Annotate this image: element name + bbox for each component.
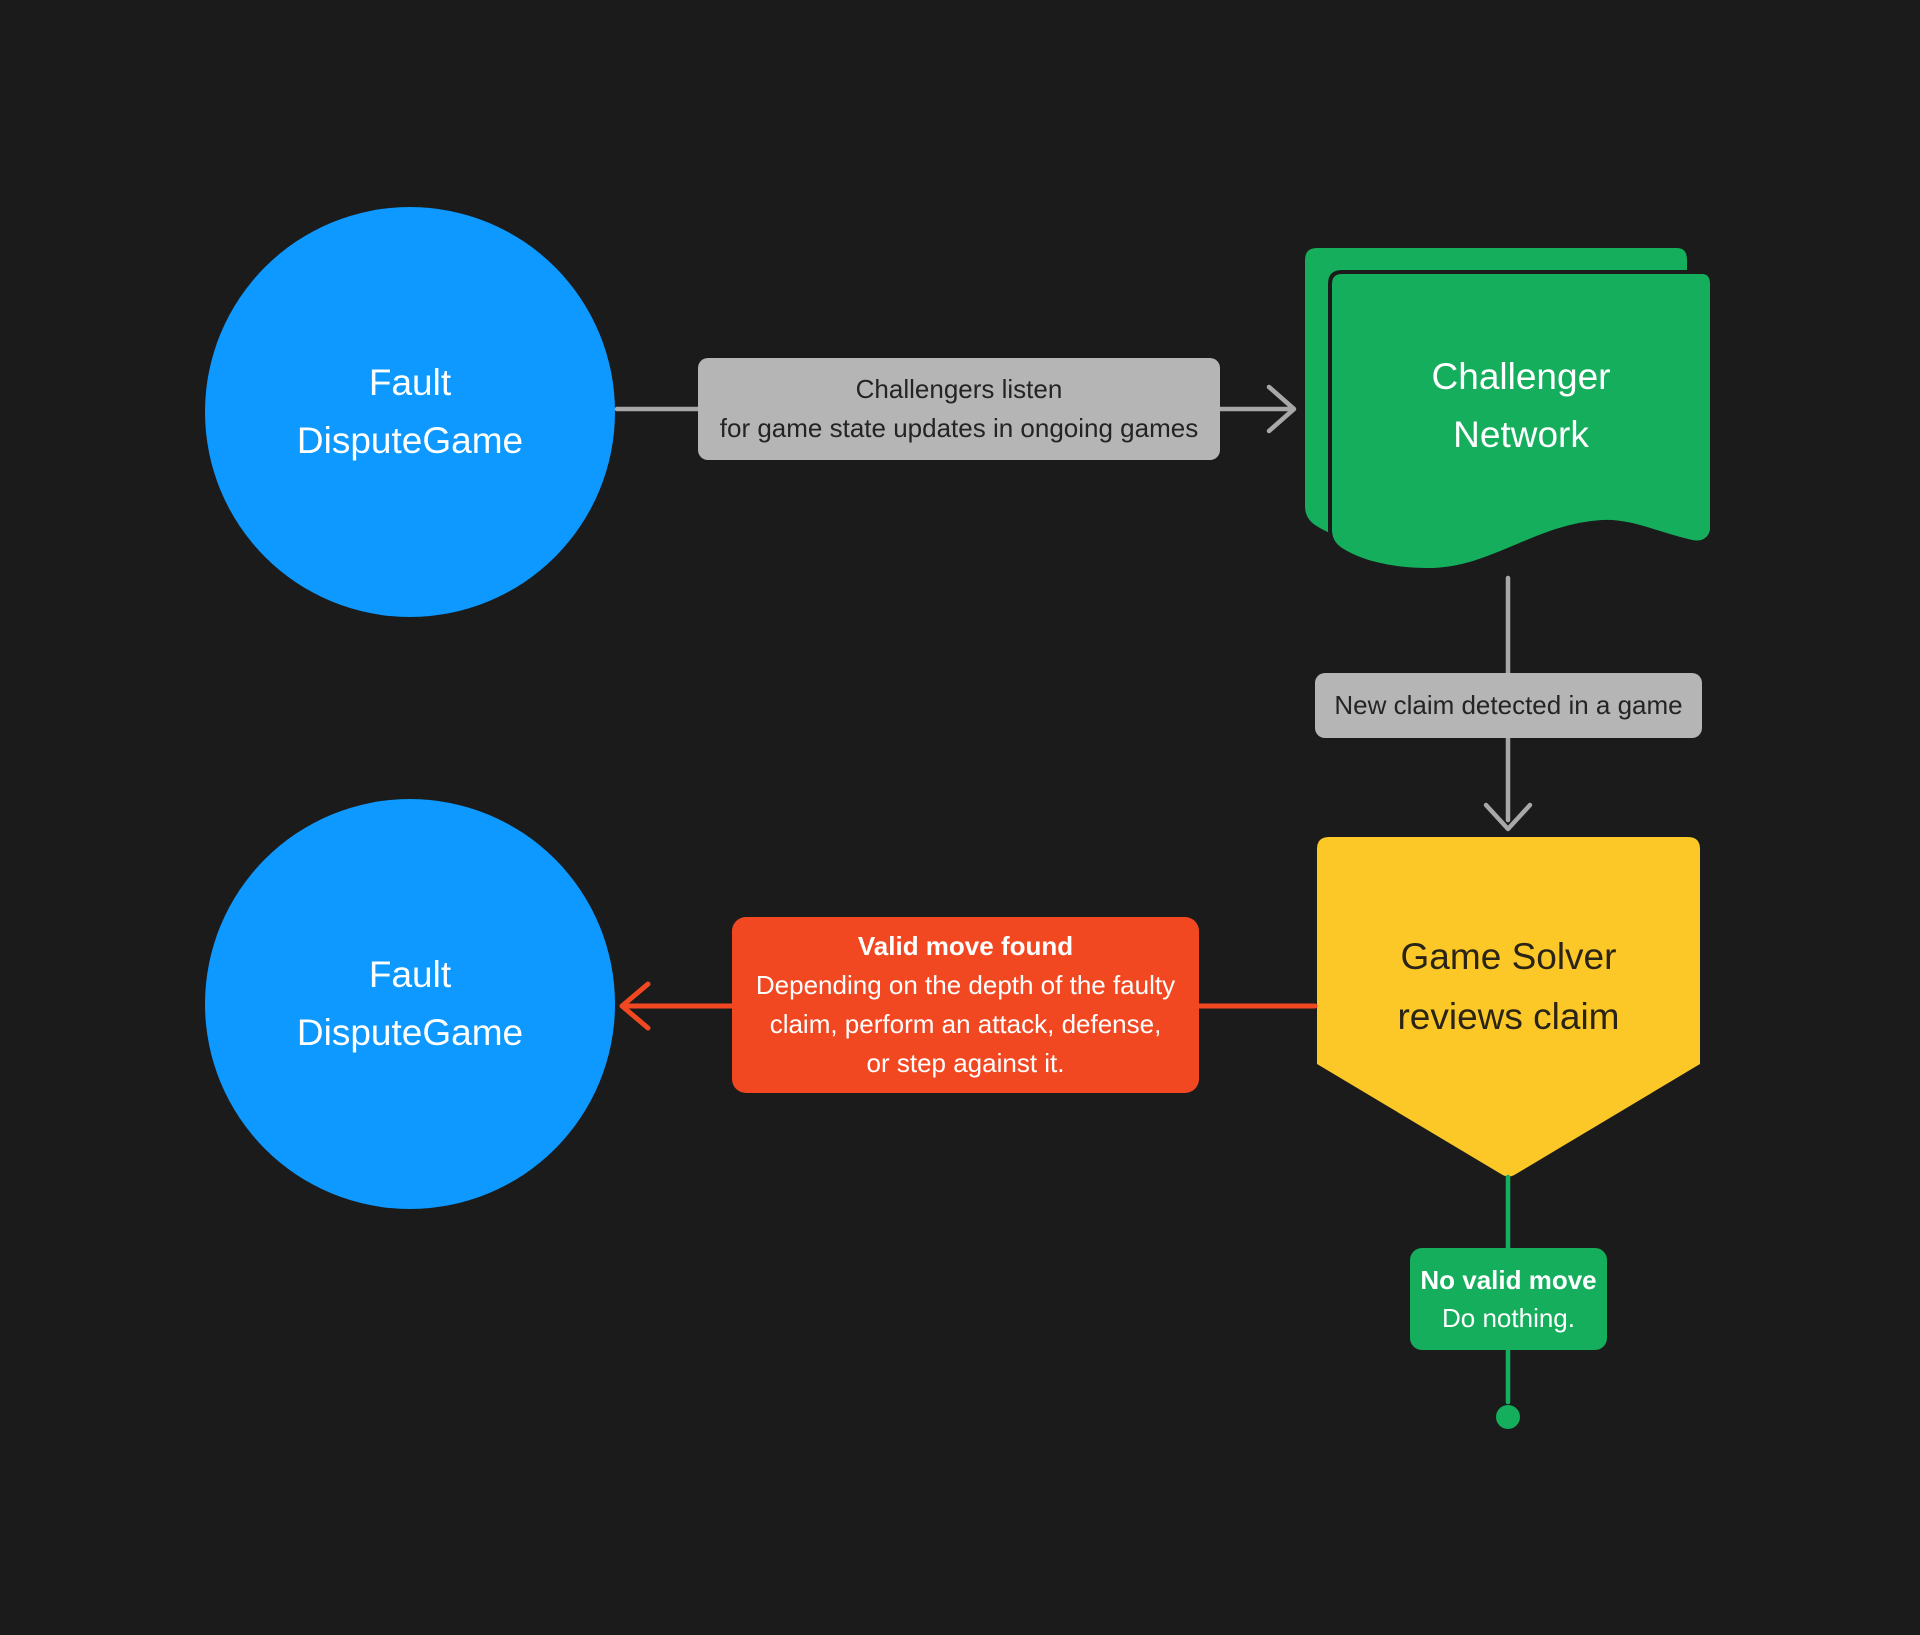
node-game-solver: Game Solver reviews claim (1317, 837, 1700, 1137)
pentagon-shape (1317, 837, 1700, 1177)
arrow-left-icon (619, 981, 651, 1031)
document-stack-shape (1305, 248, 1714, 573)
edge-label-title: Valid move found (857, 931, 1074, 961)
edge-label-line: Do nothing. (1442, 1303, 1575, 1333)
edge-label-new-claim: New claim detected in a game (1315, 673, 1702, 738)
edge-label-challengers-listen: Challengers listen for game state update… (698, 358, 1220, 460)
node-fault-disputegame-top: Fault DisputeGame (205, 207, 615, 617)
doc-shape-front (1328, 270, 1714, 573)
arrow-down-icon (1483, 802, 1533, 832)
edge-label-line: New claim detected in a game (1334, 690, 1683, 720)
node-label-line: reviews claim (1397, 996, 1620, 1037)
node-challenger-network: Challenger Network (1330, 286, 1712, 526)
node-label-line: Game Solver (1400, 936, 1617, 977)
edge-label-title: No valid move (1420, 1265, 1597, 1295)
arrow-right-icon (1266, 384, 1297, 434)
node-label-line: Fault (368, 362, 452, 403)
edge-label-line: for game state updates in ongoing games (719, 413, 1199, 443)
endpoint-dot (1496, 1405, 1520, 1429)
edge-label-line: Depending on the depth of the faulty (755, 970, 1176, 1000)
node-label-line: Challenger (1431, 356, 1611, 397)
edge-label-line: Challengers listen (855, 374, 1063, 404)
node-label-line: DisputeGame (296, 420, 524, 461)
node-label-line: Network (1453, 414, 1589, 455)
edge-label-line: or step against it. (866, 1048, 1065, 1078)
edge-label-valid-move: Valid move found Depending on the depth … (732, 917, 1199, 1093)
node-label-line: DisputeGame (296, 1012, 524, 1053)
node-fault-disputegame-bottom: Fault DisputeGame (205, 799, 615, 1209)
edge-label-no-valid-move: No valid move Do nothing. (1410, 1248, 1607, 1350)
node-label-line: Fault (368, 954, 452, 995)
edge-label-line: claim, perform an attack, defense, (769, 1009, 1162, 1039)
